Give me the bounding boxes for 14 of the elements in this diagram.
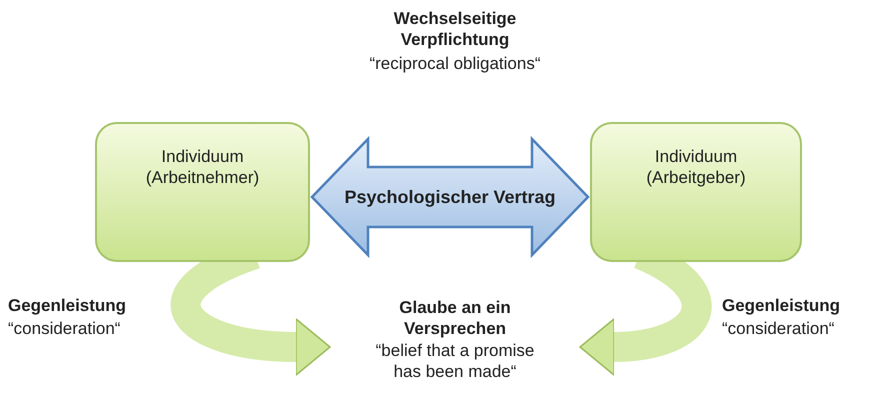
heading-label: Gegenleistung <box>722 295 842 316</box>
rounded-box <box>590 122 802 262</box>
quote-label: “consideration“ <box>8 318 122 340</box>
node-quote: “belief that a promise has been made“ <box>374 340 536 382</box>
node-title: Individuum (Arbeitgeber) <box>645 146 747 188</box>
double-arrow <box>310 136 590 258</box>
heading-label: Wechselseitige Verpflichtung <box>392 8 518 50</box>
node-title: Individuum (Arbeitnehmer) <box>144 146 260 188</box>
rounded-box <box>95 122 310 262</box>
quote-label: “reciprocal obligations“ <box>368 53 542 74</box>
node-title: Glaube an ein Versprechen <box>398 297 512 340</box>
quote-label: “consideration“ <box>722 318 836 340</box>
heading-label: Gegenleistung <box>8 295 128 316</box>
edge-label: Psychologischer Vertrag <box>344 186 556 208</box>
